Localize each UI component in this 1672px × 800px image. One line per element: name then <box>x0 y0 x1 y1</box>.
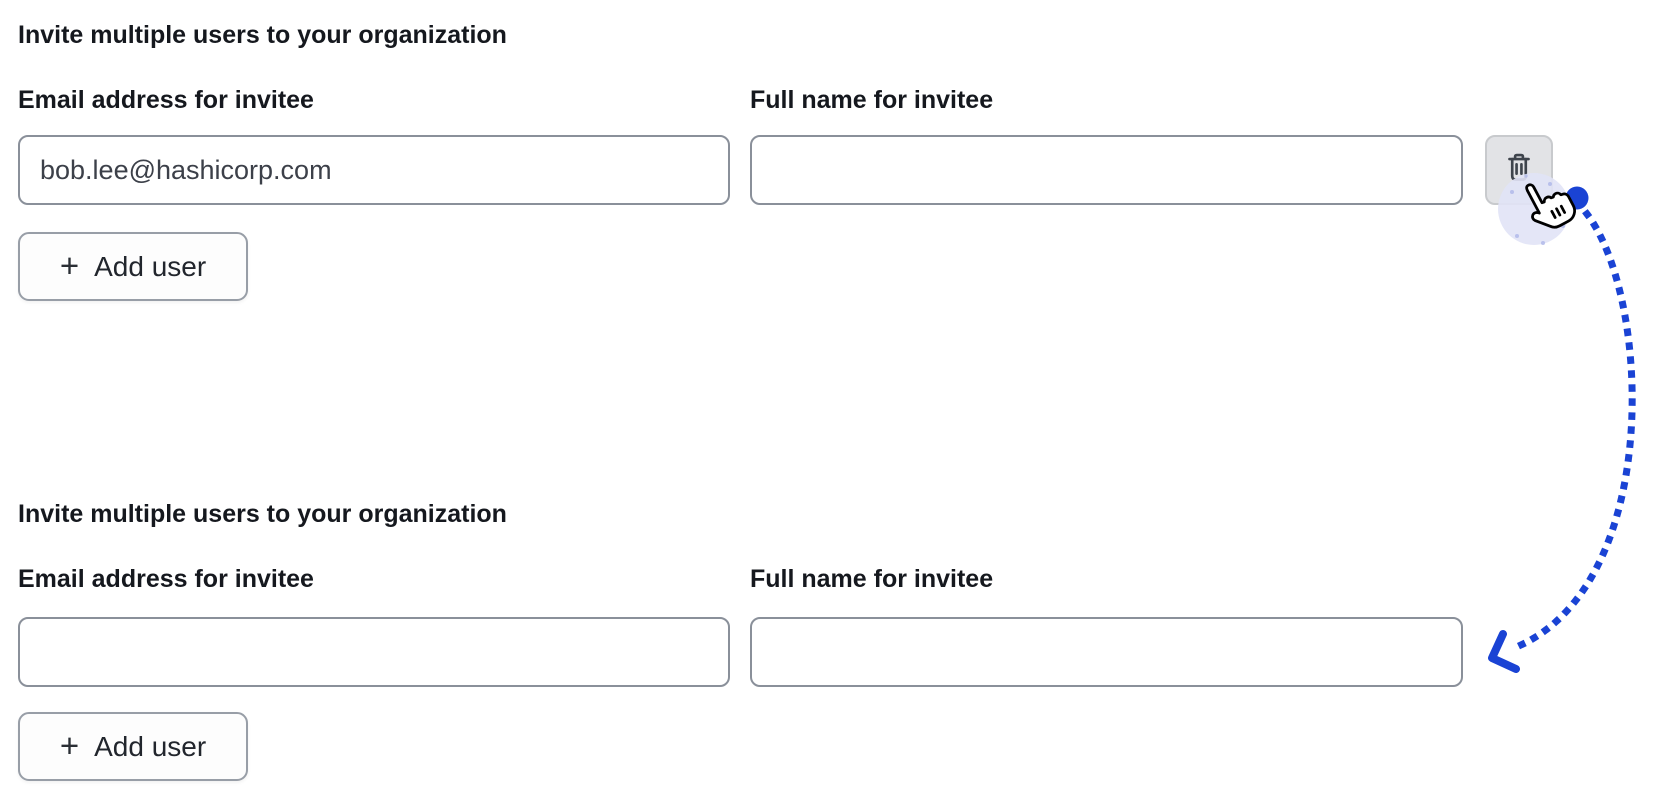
add-user-button-1[interactable]: + Add user <box>18 232 248 301</box>
delete-row-button[interactable] <box>1485 135 1553 205</box>
section2-name-input[interactable] <box>750 617 1463 687</box>
section1-email-label: Email address for invitee <box>18 86 314 114</box>
section1-email-input[interactable] <box>18 135 730 205</box>
plus-icon: + <box>59 726 80 764</box>
section1-name-input[interactable] <box>750 135 1463 205</box>
dotted-arrow-curve <box>1509 209 1636 653</box>
section1-name-label: Full name for invitee <box>750 86 994 114</box>
section1-heading: Invite multiple users to your organizati… <box>18 21 507 49</box>
plus-icon: + <box>59 246 80 284</box>
arrow-start-dot <box>1565 186 1589 210</box>
add-user-button-2[interactable]: + Add user <box>18 712 248 781</box>
section2-email-label: Email address for invitee <box>18 565 314 593</box>
section2-heading: Invite multiple users to your organizati… <box>18 500 507 528</box>
trash-icon <box>1502 151 1536 187</box>
section2-email-input[interactable] <box>18 617 730 687</box>
add-user-label: Add user <box>94 250 207 282</box>
add-user-label: Add user <box>94 730 207 762</box>
arrowhead-icon <box>1488 630 1520 673</box>
section2-name-label: Full name for invitee <box>750 565 994 593</box>
